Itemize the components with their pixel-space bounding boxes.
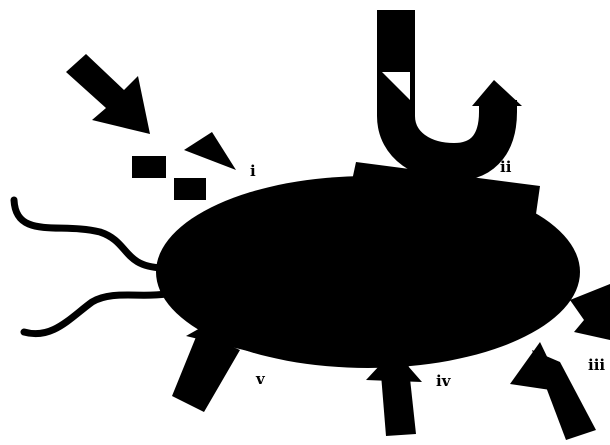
label-i: i bbox=[250, 162, 256, 180]
label-v: v bbox=[255, 370, 266, 388]
label-iv: iv bbox=[436, 372, 452, 390]
label-iii: iii bbox=[588, 356, 605, 374]
particle-square bbox=[174, 178, 206, 200]
diagonal-arrow bbox=[66, 54, 150, 134]
particle-triangle bbox=[184, 132, 236, 170]
u-turn-arrow bbox=[382, 10, 522, 162]
particle-square bbox=[132, 156, 166, 178]
label-ii: ii bbox=[500, 158, 512, 176]
receptor-arrow-right bbox=[570, 284, 610, 340]
flagellum-upper bbox=[14, 200, 162, 268]
flagellum-lower bbox=[24, 294, 166, 334]
